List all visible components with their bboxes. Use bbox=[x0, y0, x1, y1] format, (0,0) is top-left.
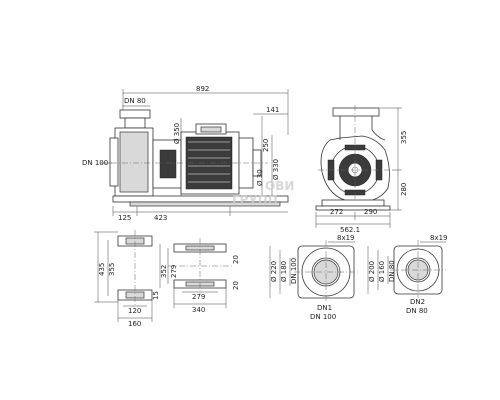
dim-foot2-20b: 20 bbox=[232, 281, 240, 290]
dim-fl1-d180: Ø 180 bbox=[280, 261, 288, 282]
front-view: 892 DN 80 DN 100 bbox=[82, 85, 289, 222]
dim-foot2-20a: 20 bbox=[232, 255, 240, 264]
flange-dn1-sub: DN 100 bbox=[310, 313, 336, 321]
dim-motor-len: 141 bbox=[266, 106, 279, 114]
foot-detail-1: 435 355 15 120 160 bbox=[94, 230, 160, 328]
watermark-line1: ОВИ bbox=[265, 179, 294, 193]
watermark: ОВИ ГРУПП bbox=[232, 179, 294, 207]
dim-foot1-h355: 355 bbox=[108, 263, 116, 276]
dim-foot2-340: 340 bbox=[192, 306, 205, 314]
flange-dn2-name: DN2 bbox=[410, 298, 425, 306]
flange-dn2: 8x19 Ø 200 Ø 160 DN 80 DN2 DN 80 bbox=[367, 234, 448, 315]
dim-height-250: 250 bbox=[262, 139, 270, 152]
dim-foot-125: 125 bbox=[118, 214, 131, 222]
dim-fl1-dn: DN 100 bbox=[290, 258, 298, 284]
dim-foot1-w160: 160 bbox=[128, 320, 141, 328]
dim-fl2-d200: Ø 200 bbox=[368, 261, 376, 282]
dim-fl1-d220: Ø 220 bbox=[270, 261, 278, 282]
foot-detail-2: 352 279 20 20 279 340 bbox=[159, 238, 240, 314]
flange-dn2-sub: DN 80 bbox=[406, 307, 428, 315]
dim-fl2-bolts: 8x19 bbox=[430, 234, 448, 242]
watermark-line2: ГРУПП bbox=[232, 193, 278, 207]
motor-fins bbox=[188, 141, 230, 183]
dim-foot-423: 423 bbox=[154, 214, 167, 222]
side-view: 355 280 272 290 562.1 bbox=[315, 105, 408, 234]
dim-foot1-w120: 120 bbox=[128, 307, 141, 315]
dim-side-272: 272 bbox=[330, 208, 343, 216]
dim-side-290: 290 bbox=[364, 208, 377, 216]
dim-foot1-15: 15 bbox=[152, 291, 160, 300]
dim-side-280: 280 bbox=[400, 183, 408, 196]
flange-dn1-name: DN1 bbox=[317, 304, 332, 312]
dim-foot2-279h: 279 bbox=[192, 293, 205, 301]
dim-fl2-d160: Ø 160 bbox=[378, 261, 386, 282]
dim-dia-30: Ø 30 bbox=[256, 169, 264, 186]
flange-dn1: 8x19 Ø 220 Ø 180 DN 100 DN1 DN 100 bbox=[269, 234, 358, 321]
dim-overall-length: 892 bbox=[196, 85, 209, 93]
dim-side-562: 562.1 bbox=[340, 226, 360, 234]
dim-fl2-dn: DN 80 bbox=[388, 260, 396, 282]
dim-motor-dia: Ø 350 bbox=[173, 123, 181, 144]
dim-suction-dn: DN 80 bbox=[124, 97, 146, 105]
dim-dia-330: Ø 330 bbox=[272, 159, 280, 180]
dim-foot2-279v: 279 bbox=[170, 265, 178, 278]
dim-foot1-h435: 435 bbox=[98, 263, 106, 276]
dim-fl1-bolts: 8x19 bbox=[337, 234, 355, 242]
dim-side-355: 355 bbox=[400, 131, 408, 144]
dim-foot2-352: 352 bbox=[160, 265, 168, 278]
dim-discharge-dn: DN 100 bbox=[82, 159, 108, 167]
